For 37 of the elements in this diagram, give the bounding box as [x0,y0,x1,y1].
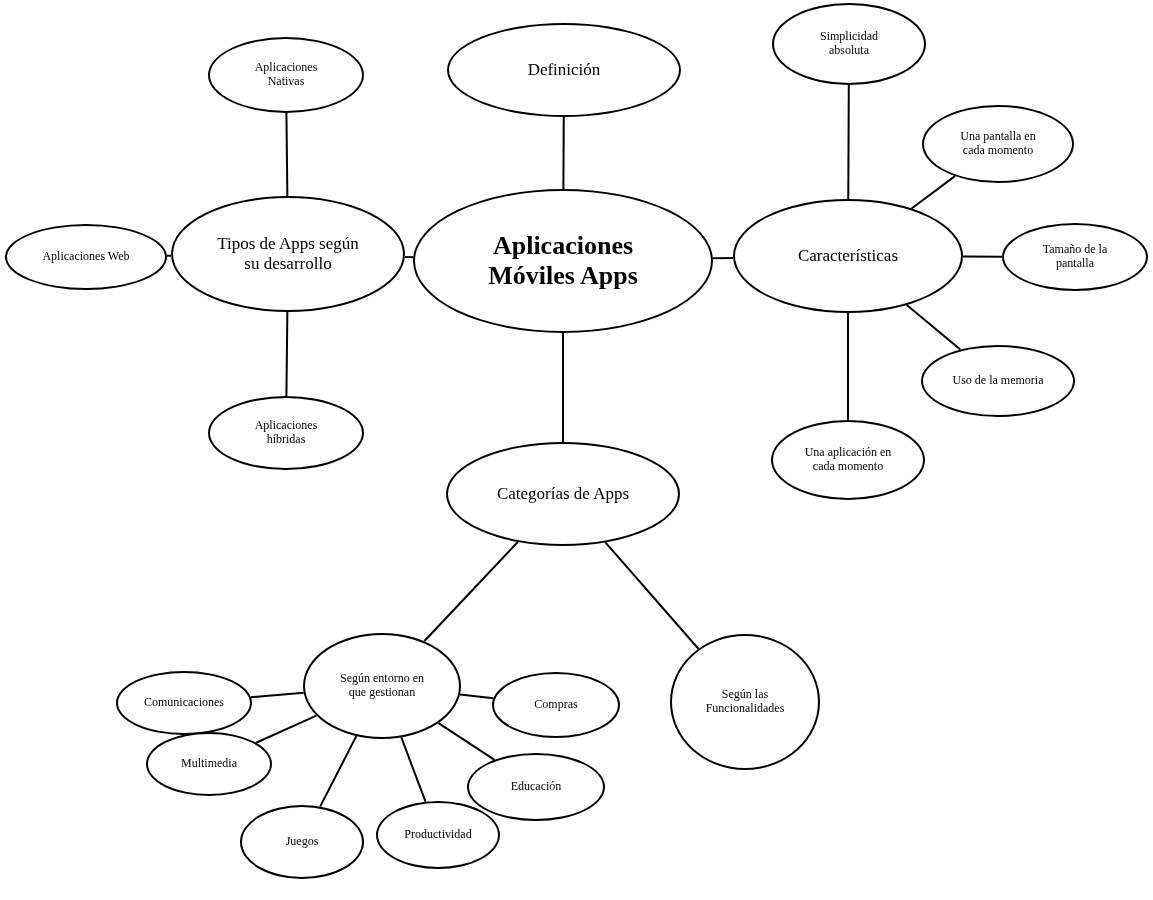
connector-line [562,332,564,443]
connector-line [423,540,519,643]
node-label: Características [797,246,899,266]
connector-line [285,311,289,397]
node-label: Según entorno en que gestionan [339,672,425,700]
connector-line [437,722,496,761]
connector-line [255,714,318,744]
connector-line [403,255,415,259]
node-label: Categorías de Apps [496,484,630,504]
connector-line [165,254,173,257]
node-label: Tipos de Apps según su desarrollo [216,234,360,274]
node-label: Según las Funcionalidades [704,688,786,716]
node-label: Educación [510,780,562,794]
node-label: Aplicaciones híbridas [253,419,319,447]
node-label: Compras [534,698,578,712]
connector-line [847,84,850,200]
node-label: Multimedia [181,757,237,771]
node-label: Comunicaciones [144,696,224,710]
node-label: Aplicaciones Nativas [253,61,319,89]
connector-line [562,116,565,190]
node-label: Aplicaciones Móviles Apps [487,231,639,291]
connector-line [905,304,962,351]
connector-line [962,255,1003,258]
connector-line [711,257,735,260]
node-label: Simplicidad absoluta [819,30,879,58]
node-label: Una aplicación en cada momento [803,446,893,474]
connector-line [910,175,956,210]
node-label: Una pantalla en cada momento [959,130,1037,158]
node-label: Aplicaciones Web [42,250,130,264]
connector-line [400,736,427,803]
node-label: Juegos [285,835,319,849]
node-label: Tamaño de la pantalla [1041,243,1109,271]
node-label: Uso de la memoria [952,374,1044,388]
node-label: Productividad [404,828,472,842]
node-label: Definición [527,60,601,80]
connector-line [285,112,289,197]
connector-line [847,312,849,421]
